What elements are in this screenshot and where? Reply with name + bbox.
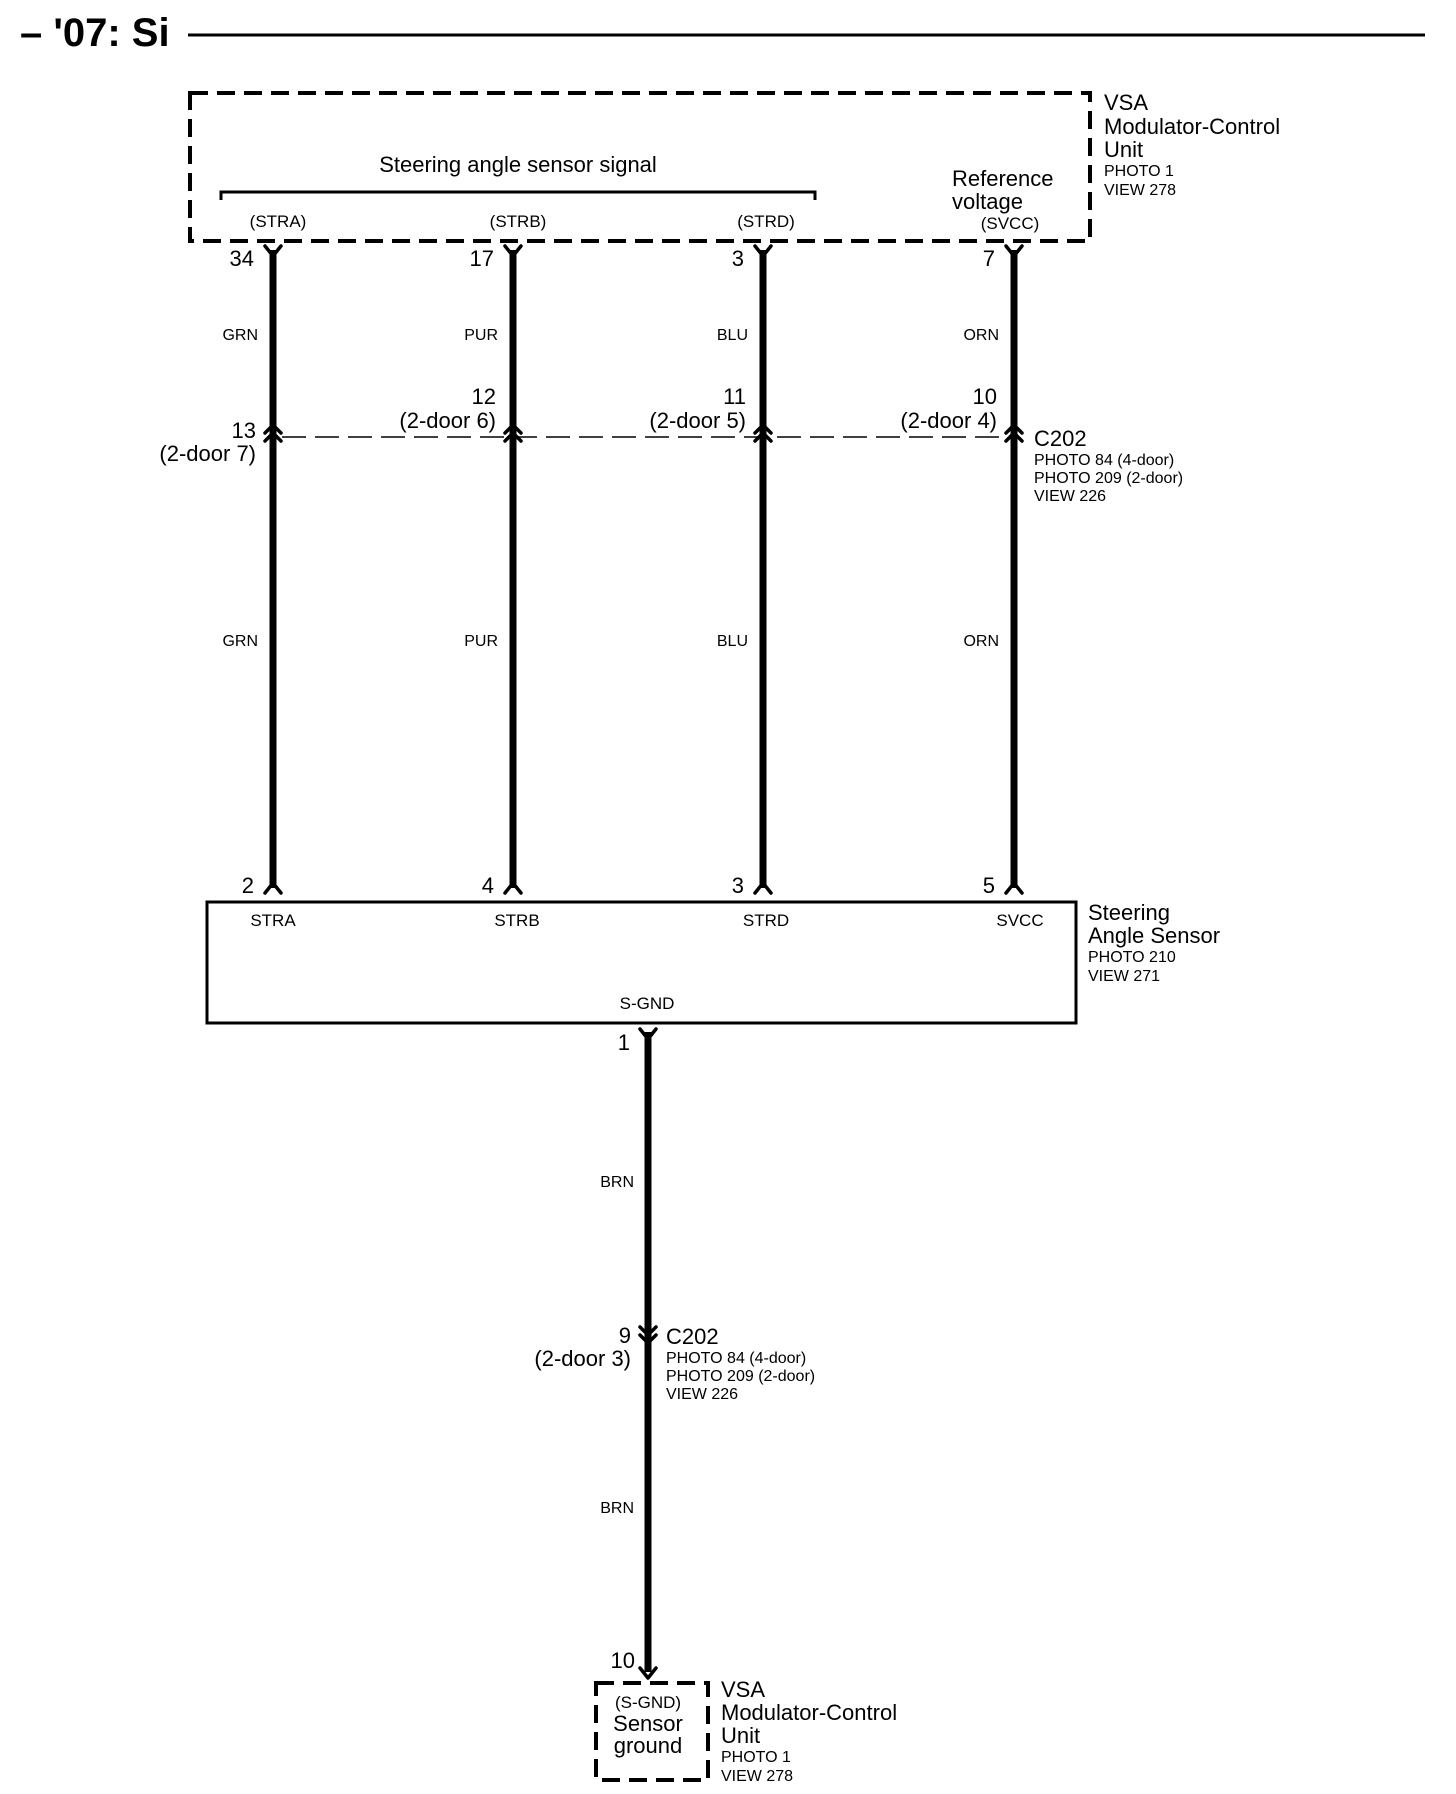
vsa-bottom-photo: PHOTO 1 (721, 1749, 791, 1766)
c202-pin-strd: 11 (723, 384, 746, 409)
wire-color-upper-svcc: ORN (963, 327, 999, 344)
vsa-bottom-name-2: Modulator-Control (721, 1700, 897, 1725)
vsa-bottom-label-1: Sensor (613, 1711, 683, 1736)
wire-color-upper-strd: BLU (717, 327, 748, 344)
wire-color-ground-lower: BRN (600, 1500, 634, 1517)
pin-sensor-strd: 3 (732, 873, 744, 898)
sensor-label-sgnd: S-GND (620, 994, 675, 1013)
c202-alt-stra: (2-door 7) (159, 441, 256, 466)
pin-sensor-stra: 2 (242, 873, 254, 898)
vsa-top-name-3: Unit (1104, 137, 1143, 162)
c202-upper-view: VIEW 226 (1034, 488, 1106, 505)
wire-color-lower-stra: GRN (222, 633, 258, 650)
vsa-top-photo: PHOTO 1 (1104, 163, 1174, 180)
pin-sensor-strb: 4 (482, 873, 494, 898)
c202-lower-view: VIEW 226 (666, 1386, 738, 1403)
sensor-label-svcc: SVCC (996, 911, 1043, 930)
vsa-bottom-name-1: VSA (721, 1677, 765, 1702)
pin-sensor-svcc: 5 (983, 873, 995, 898)
c202-upper-photo-2door: PHOTO 209 (2-door) (1034, 470, 1183, 487)
c202-upper-photo-4door: PHOTO 84 (4-door) (1034, 452, 1174, 469)
pin-top-strb: 17 (470, 246, 494, 271)
vsa-top-box (188, 91, 1092, 243)
c202-upper-name: C202 (1034, 426, 1087, 451)
sensor-name-2: Angle Sensor (1088, 923, 1220, 948)
pin-sensor-gnd: 1 (618, 1030, 630, 1055)
c202-lower-photo-4door: PHOTO 84 (4-door) (666, 1350, 806, 1367)
vsa-top-view: VIEW 278 (1104, 182, 1176, 199)
signal-svcc: (SVCC) (981, 214, 1040, 233)
vsa-top-name-1: VSA (1104, 90, 1148, 115)
terminal-top-strb (503, 244, 523, 258)
signal-group-bracket (219, 190, 817, 200)
c202-terminal-gnd (638, 1325, 658, 1345)
c202-pin-svcc: 10 (973, 384, 997, 409)
sensor-label-strd: STRD (743, 911, 789, 930)
c202-alt-strb: (2-door 6) (399, 408, 496, 433)
reference-voltage-label-1: Reference (952, 166, 1054, 191)
reference-voltage-label-2: voltage (952, 189, 1023, 214)
c202-alt-svcc: (2-door 4) (900, 408, 997, 433)
wire-color-upper-strb: PUR (464, 327, 498, 344)
vsa-bottom-signal: (S-GND) (615, 1693, 681, 1712)
signal-strd: (STRD) (737, 212, 795, 231)
terminal-sensor-gnd (638, 1027, 658, 1041)
c202-terminal-stra (263, 423, 283, 443)
pin-top-svcc: 7 (983, 246, 995, 271)
vsa-bottom-box (594, 1681, 710, 1782)
c202-alt-strd: (2-door 5) (649, 408, 746, 433)
sensor-name-1: Steering (1088, 900, 1170, 925)
terminal-sensor-strd (753, 881, 773, 895)
c202-terminal-strb (503, 423, 523, 443)
terminal-sensor-svcc (1004, 881, 1024, 895)
c202-lower-photo-2door: PHOTO 209 (2-door) (666, 1368, 815, 1385)
terminal-top-stra (263, 244, 283, 258)
wire-color-ground-upper: BRN (600, 1174, 634, 1191)
wire-color-lower-strb: PUR (464, 633, 498, 650)
sensor-label-stra: STRA (250, 911, 296, 930)
wire-color-lower-strd: BLU (717, 633, 748, 650)
steering-angle-sensor-box (205, 900, 1078, 1025)
signal-group-label: Steering angle sensor signal (379, 152, 657, 177)
sensor-label-strb: STRB (494, 911, 539, 930)
sensor-photo: PHOTO 210 (1088, 949, 1176, 966)
terminal-top-svcc (1004, 244, 1024, 258)
pin-top-stra: 34 (230, 246, 254, 271)
terminal-sensor-strb (503, 881, 523, 895)
vsa-bottom-name-3: Unit (721, 1723, 760, 1748)
vsa-bottom-view: VIEW 278 (721, 1768, 793, 1785)
c202-alt-gnd: (2-door 3) (534, 1346, 631, 1371)
vsa-bottom-label-2: ground (614, 1733, 683, 1758)
signal-strb: (STRB) (490, 212, 547, 231)
c202-lower-name: C202 (666, 1324, 719, 1349)
c202-pin-strb: 12 (472, 384, 496, 409)
pin-bottom-gnd: 10 (611, 1648, 635, 1673)
terminal-bottom-gnd (638, 1666, 658, 1680)
terminal-top-strd (753, 244, 773, 258)
c202-pin-gnd: 9 (619, 1323, 631, 1348)
pin-top-strd: 3 (732, 246, 744, 271)
c202-terminal-svcc (1004, 423, 1024, 443)
c202-pin-stra: 13 (232, 418, 256, 443)
terminal-sensor-stra (263, 881, 283, 895)
vsa-top-name-2: Modulator-Control (1104, 114, 1280, 139)
c202-terminal-strd (753, 423, 773, 443)
sensor-view: VIEW 271 (1088, 968, 1160, 985)
page-title: – '07: Si (20, 11, 170, 55)
wire-color-lower-svcc: ORN (963, 633, 999, 650)
signal-stra: (STRA) (250, 212, 307, 231)
wire-color-upper-stra: GRN (222, 327, 258, 344)
